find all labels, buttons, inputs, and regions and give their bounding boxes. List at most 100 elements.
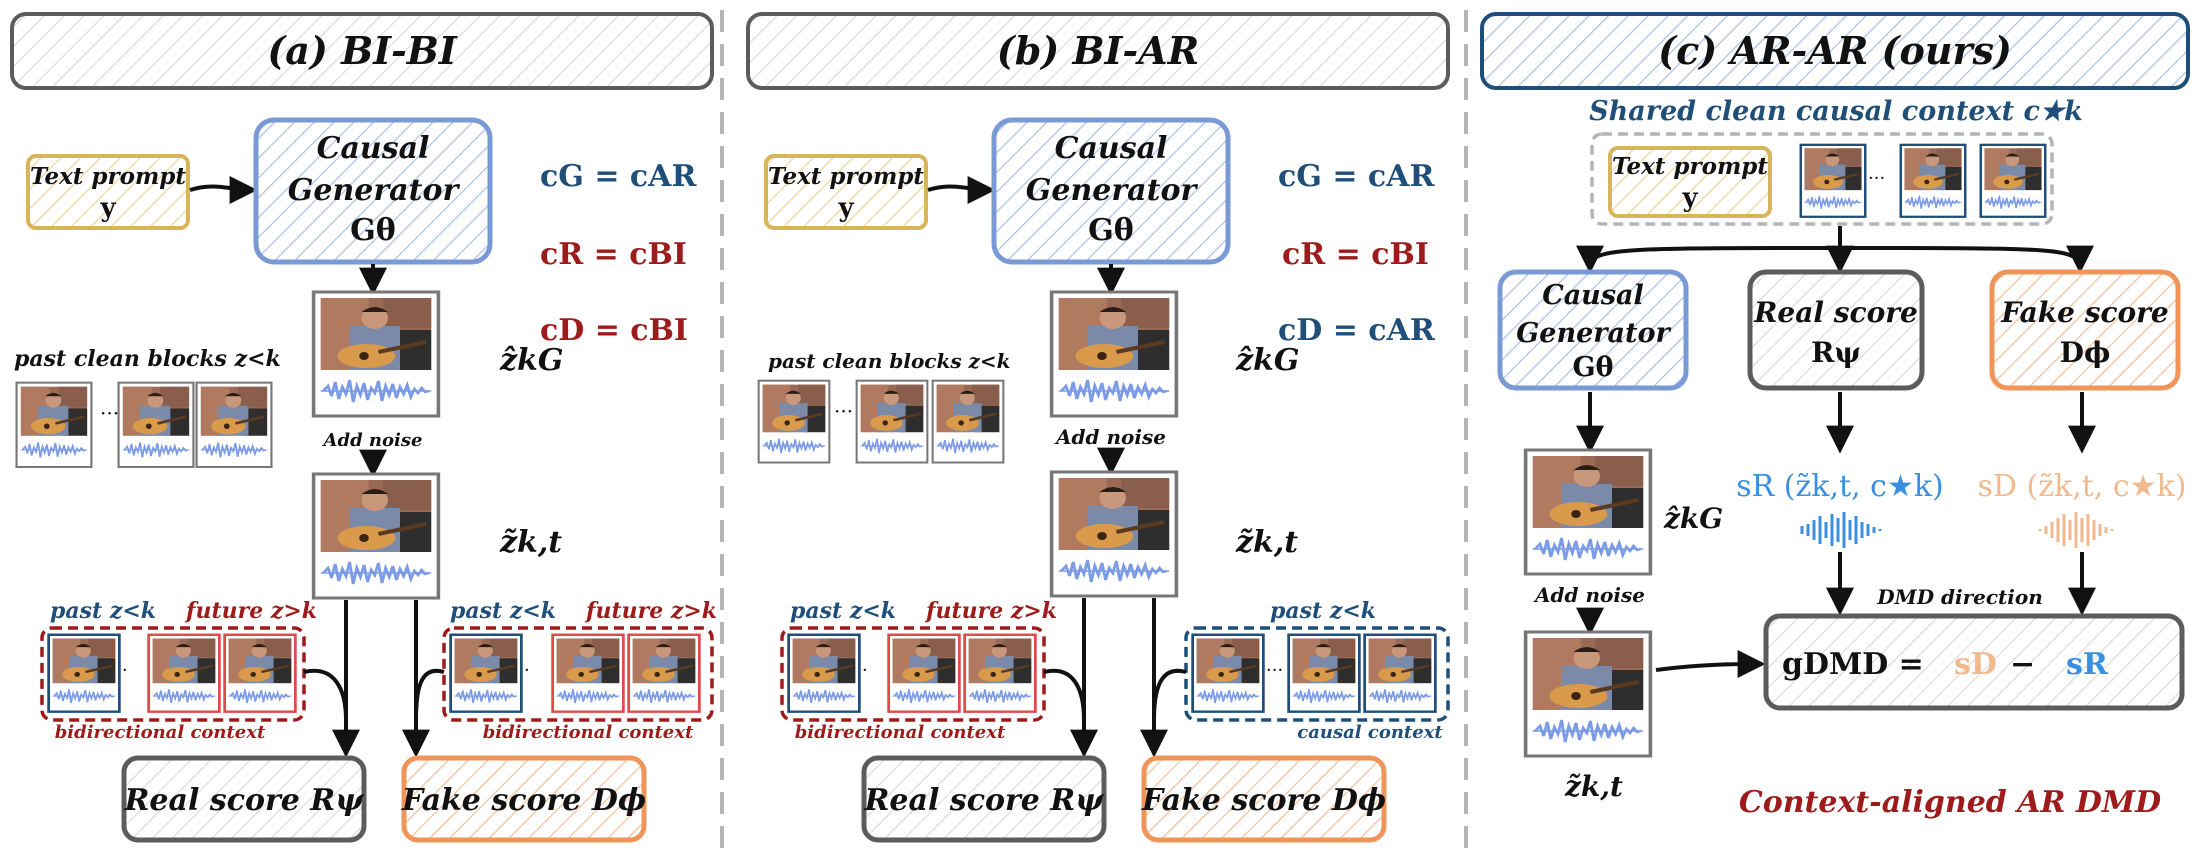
caption-context-aligned: Context-aligned AR DMD [1739,785,2161,820]
ztilde-label-a: z̃k,t [499,525,562,560]
past-label-a1: past z<k [50,598,156,624]
svg-text:···: ··· [1868,168,1885,189]
ctx-label-a2: bidirectional context [483,722,694,743]
context-group-b1: · [780,626,1046,722]
gdmd-box: gDMD = sD − sR [1763,613,2185,711]
eq-cd-a: cD = cBI [540,313,688,348]
svg-text:···: ··· [834,399,853,423]
panel-a: Text prompt y Causal Generator Gθ cG = c… [14,117,717,843]
svg-text:Real score Rψ: Real score Rψ [864,783,1106,818]
svg-text:·: · [122,660,128,681]
svg-text:Generator: Generator [1026,173,1199,208]
title-bar-b: (b) BI-AR [746,12,1450,90]
future-label-a1: future z>k [184,598,317,624]
sR-label: sR (z̃k,t, c★k) [1736,469,1943,504]
svg-text:gDMD =: gDMD = [1782,647,1924,682]
past-clean-label-b: past clean blocks z<k [768,349,1011,373]
ctx-label-b2: causal context [1297,722,1443,743]
fake-score-box-b: Fake score Dϕ [1141,755,1387,843]
panel-b: Text prompt y Causal Generator Gθ cG = c… [757,117,1450,843]
svg-text:Generator: Generator [1516,318,1671,349]
real-score-box-b: Real score Rψ [861,755,1107,843]
past-label-b1: past z<k [790,598,896,624]
ztilde-thumbnail-c [1523,630,1653,758]
svg-text:−: − [2010,647,2035,682]
svg-text:y: y [99,193,116,223]
svg-text:Text prompt: Text prompt [30,163,186,190]
eq-cg-b: cG = cAR [1278,159,1435,194]
eq-cr-b: cR = cBI [1282,237,1429,272]
waveform-icon-real [1800,512,1882,548]
svg-text:Fake score Dϕ: Fake score Dϕ [1141,783,1386,818]
future-label-b1: future z>k [924,598,1057,624]
ctx-label-b1: bidirectional context [795,722,1006,743]
fake-score-box-c: Fake score Dϕ [1989,269,2181,391]
svg-text:Causal: Causal [1055,131,1168,166]
svg-text:···: ··· [1266,660,1283,681]
svg-text:Fake score Dϕ: Fake score Dϕ [401,783,646,818]
waveform-icon-fake [2038,512,2114,548]
ztilde-thumbnail-b [1049,470,1179,598]
zhat-label-c: ẑkG [1663,502,1723,535]
past-clean-blocks-b: ··· [757,379,1005,464]
fake-score-box-a: Fake score Dϕ [401,755,647,843]
svg-text:y: y [837,193,854,223]
past-label-a2: past z<k [450,598,556,624]
ztilde-label-c: z̃k,t [1564,770,1623,803]
eq-cd-b: cD = cAR [1278,313,1436,348]
past-clean-label-a: past clean blocks z<k [14,346,281,372]
svg-text:·: · [524,660,530,681]
svg-text:Text prompt: Text prompt [1612,153,1768,180]
panel-c: Shared clean causal context c★k Text pro… [1497,96,2186,820]
causal-generator-box-c: Causal Generator Gθ [1497,269,1689,391]
text-prompt-box-b: Text prompt y [764,154,928,230]
svg-text:···: ··· [100,401,119,425]
zhat-label-b: ẑkG [1235,343,1299,378]
svg-text:Real score: Real score [1753,296,1918,329]
svg-text:Generator: Generator [288,173,461,208]
svg-text:sD: sD [1954,647,1997,682]
causal-generator-box-b: Causal Generator Gθ [991,117,1231,265]
eq-cr-a: cR = cBI [540,237,687,272]
svg-text:Text prompt: Text prompt [768,163,924,190]
svg-text:sR: sR [2066,647,2109,682]
ctx-label-a1: bidirectional context [55,722,266,743]
svg-text:Gθ: Gθ [1572,352,1613,383]
future-label-a2: future z>k [584,598,717,624]
svg-text:Dϕ: Dϕ [2060,336,2111,369]
shared-context-label: Shared clean causal context c★k [1589,96,2083,127]
add-noise-a: Add noise [322,430,423,451]
ztilde-label-b: z̃k,t [1235,525,1298,560]
svg-text:Gθ: Gθ [1088,213,1134,248]
zhat-thumbnail-b [1049,290,1179,418]
past-clean-blocks-a: ··· [15,381,273,468]
real-score-box-c: Real score Rψ [1747,269,1925,391]
svg-text:Gθ: Gθ [350,213,396,248]
add-noise-c: Add noise [1533,583,1645,607]
text-prompt-box-c: Text prompt y [1608,146,1772,218]
context-group-a1: · [40,626,306,722]
add-noise-b: Add noise [1054,425,1166,449]
context-group-b2: ··· [1184,626,1450,722]
zhat-thumbnail-a [311,290,441,418]
zhat-label-a: ẑkG [499,343,563,378]
ztilde-thumbnail-a [311,472,441,600]
text-prompt-box-a: Text prompt y [26,154,190,230]
svg-text:Causal: Causal [317,131,430,166]
svg-text:Real score Rψ: Real score Rψ [124,783,366,818]
title-a: (a) BI-BI [267,28,458,73]
title-c: (c) AR-AR (ours) [1658,28,2012,73]
dmd-direction-label: DMD direction [1876,585,2043,609]
shared-context-group: Text prompt y ··· [1590,132,2054,226]
svg-text:·: · [862,660,868,681]
context-group-a2: · [442,626,714,722]
svg-text:Causal: Causal [1542,280,1644,311]
title-b: (b) BI-AR [997,28,1200,73]
svg-text:y: y [1681,183,1698,213]
real-score-box-a: Real score Rψ [121,755,367,843]
past-label-b2: past z<k [1270,598,1376,624]
title-bar-a: (a) BI-BI [10,12,714,90]
zhat-thumbnail-c [1523,448,1653,576]
title-bar-c: (c) AR-AR (ours) [1480,12,2190,90]
svg-text:Rψ: Rψ [1811,336,1861,369]
